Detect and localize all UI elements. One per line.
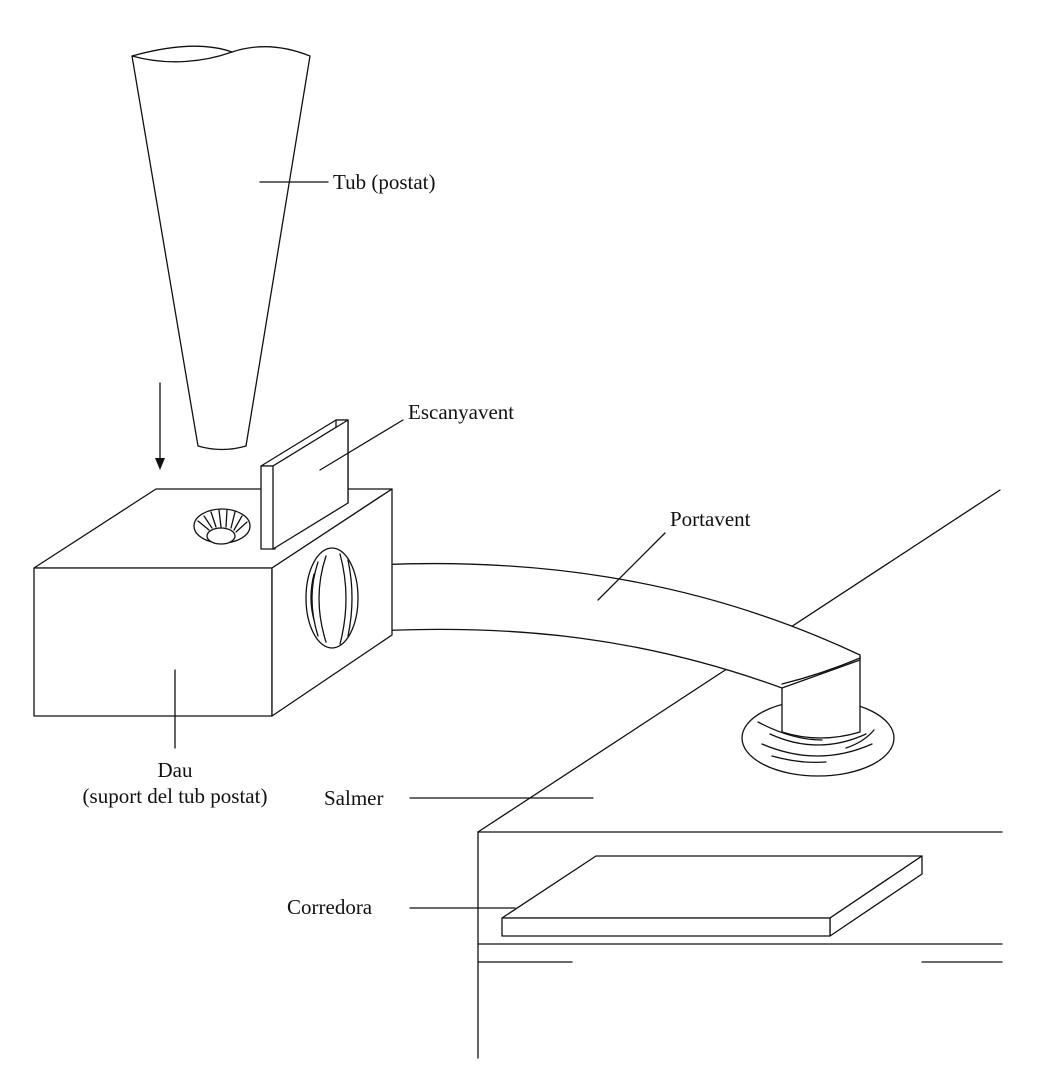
conduit-portavent: [355, 562, 861, 689]
pipe-tub: [131, 45, 311, 451]
down-arrow-icon: [155, 382, 165, 470]
label-tub: Tub (postat): [333, 170, 436, 194]
label-salmer: Salmer: [324, 786, 383, 810]
slider-corredora: [501, 855, 923, 937]
label-dau-subtitle: (suport del tub postat): [83, 784, 268, 808]
pipe-hole: [193, 508, 251, 545]
conduit-connector: [305, 547, 359, 649]
label-corredora: Corredora: [287, 895, 373, 919]
label-portavent: Portavent: [670, 507, 751, 531]
label-escanyavent: Escanyavent: [408, 400, 514, 424]
label-dau-title: Dau: [158, 758, 193, 782]
leader-lines: [174, 181, 666, 909]
pipe-boot: [741, 655, 895, 777]
throttle-escanyavent: [260, 419, 349, 550]
